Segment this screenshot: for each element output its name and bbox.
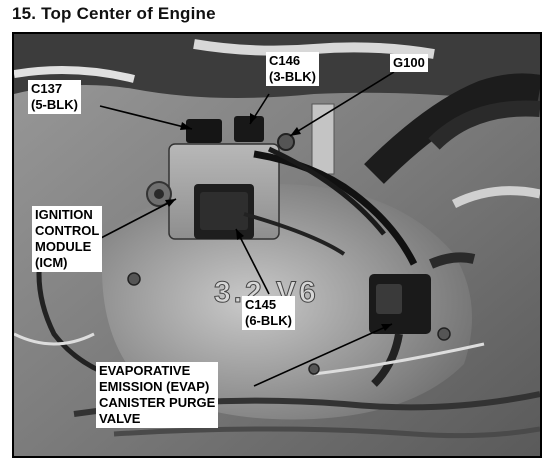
leader-icm — [98, 198, 177, 240]
wire-harness — [253, 150, 418, 266]
callout-evap-line1: EVAPORATIVE — [99, 363, 191, 378]
callout-c146: C146 (3-BLK) — [266, 52, 319, 86]
leader-c145 — [235, 228, 270, 295]
callout-c137-line2: (5-BLK) — [31, 97, 78, 112]
callout-c145-line1: C145 — [245, 297, 277, 312]
c146-connector — [234, 116, 264, 142]
callout-c146-line2: (3-BLK) — [269, 69, 316, 84]
callout-g100: G100 — [390, 54, 428, 72]
callout-c145-line2: (6-BLK) — [245, 313, 292, 328]
callout-c137: C137 (5-BLK) — [28, 80, 81, 114]
top-hose — [193, 39, 435, 59]
callout-icm-line4: (ICM) — [35, 255, 68, 270]
callout-evap: EVAPORATIVE EMISSION (EVAP) CANISTER PUR… — [96, 362, 219, 428]
callout-g100-line1: G100 — [393, 55, 425, 70]
callout-evap-line4: VALVE — [99, 411, 141, 426]
callout-c145: C145 (6-BLK) — [242, 296, 295, 330]
right-dark-hose — [364, 73, 540, 184]
callout-evap-line3: CANISTER PURGE — [99, 395, 216, 410]
figure-title: 15. Top Center of Engine — [12, 4, 216, 23]
c137-connector — [186, 119, 222, 143]
leader-lines — [98, 71, 395, 387]
callout-icm-line2: CONTROL — [35, 223, 100, 238]
callout-icm-line1: IGNITION — [35, 207, 93, 222]
stanchion — [311, 103, 335, 175]
callout-evap-line2: EMISSION (EVAP) — [99, 379, 210, 394]
leader-c137 — [99, 105, 193, 130]
g100-bolt — [277, 133, 295, 151]
callout-icm: IGNITION CONTROL MODULE (ICM) — [32, 206, 103, 272]
engine-marking: 3.2 V6 — [214, 276, 319, 309]
callout-c137-line1: C137 — [31, 81, 63, 96]
leader-evap — [253, 323, 393, 387]
callout-icm-line3: MODULE — [35, 239, 92, 254]
engine-photo: 3.2 V6 C137 — [12, 32, 542, 458]
callout-c146-line1: C146 — [269, 53, 301, 68]
leader-g100 — [289, 71, 395, 137]
